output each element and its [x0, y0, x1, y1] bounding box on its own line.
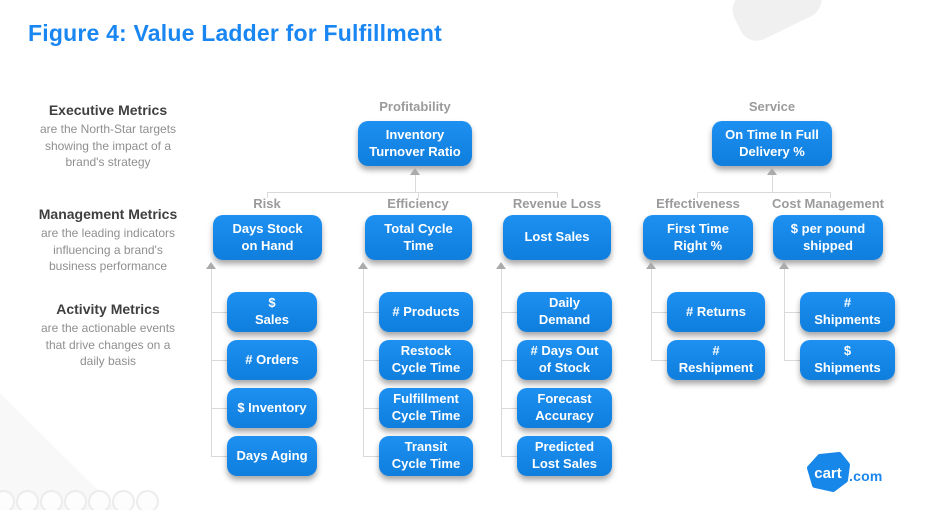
- activity-box-products: # Products: [379, 292, 473, 332]
- arrow-up-icon: [767, 168, 777, 175]
- logo-brand-text: cart: [814, 465, 842, 482]
- connector-line: [652, 312, 667, 313]
- connector-line: [557, 192, 558, 198]
- metric-box-on-time-in-full: On Time In Full Delivery %: [712, 121, 832, 166]
- activity-box-forecast-accuracy: Forecast Accuracy: [517, 388, 612, 428]
- connector-line: [212, 408, 227, 409]
- connector-line: [364, 408, 379, 409]
- activity-box-predicted-lost-sales: Predicted Lost Sales: [517, 436, 612, 476]
- connector-line: [502, 408, 517, 409]
- arrow-up-icon: [779, 262, 789, 269]
- activity-box-restock-cycle-time: Restock Cycle Time: [379, 340, 473, 380]
- activity-box-shipments-count: # Shipments: [800, 292, 895, 332]
- legend-activity-desc: are the actionable events that drive cha…: [40, 321, 176, 369]
- connector-line: [267, 192, 558, 193]
- category-cost-management: Cost Management: [772, 196, 884, 211]
- connector-line: [364, 456, 379, 457]
- activity-box-sales: $ Sales: [227, 292, 317, 332]
- activity-box-days-out-of-stock: # Days Out of Stock: [517, 340, 612, 380]
- activity-box-transit-cycle-time: Transit Cycle Time: [379, 436, 473, 476]
- cartdotcom-logo: cart .com: [806, 452, 882, 492]
- metric-box-total-cycle-time: Total Cycle Time: [365, 215, 472, 260]
- faded-circle-icon: [0, 490, 15, 510]
- legend-management-title: Management Metrics: [38, 206, 178, 222]
- faded-circle-icon: [88, 490, 111, 510]
- legend-management-desc: are the leading indicators influencing a…: [40, 226, 176, 274]
- connector-line: [697, 192, 698, 198]
- faded-circle-icon: [16, 490, 39, 510]
- legend-executive-title: Executive Metrics: [48, 102, 168, 118]
- faded-circle-icon: [136, 490, 159, 510]
- metric-box-inventory-turnover-ratio: Inventory Turnover Ratio: [358, 121, 472, 166]
- category-efficiency: Efficiency: [387, 196, 449, 211]
- connector-line: [501, 269, 502, 457]
- connector-line: [415, 175, 416, 192]
- connector-line: [785, 360, 800, 361]
- activity-box-fulfillment-cycle-time: Fulfillment Cycle Time: [379, 388, 473, 428]
- connector-line: [830, 192, 831, 198]
- activity-box-inventory: $ Inventory: [227, 388, 317, 428]
- connector-line: [697, 192, 831, 193]
- legend-management: Management Metrics are the leading indic…: [20, 206, 196, 275]
- metric-box-days-stock-on-hand: Days Stock on Hand: [213, 215, 322, 260]
- arrow-up-icon: [206, 262, 216, 269]
- legend-activity: Activity Metrics are the actionable even…: [20, 301, 196, 370]
- connector-line: [267, 192, 268, 198]
- faded-circle-icon: [64, 490, 87, 510]
- connector-line: [364, 360, 379, 361]
- arrow-up-icon: [410, 168, 420, 175]
- connector-line: [784, 269, 785, 361]
- metric-box-lost-sales: Lost Sales: [503, 215, 611, 260]
- connector-line: [364, 312, 379, 313]
- category-profitability: Profitability: [379, 99, 451, 114]
- connector-line: [418, 192, 419, 198]
- connector-line: [502, 456, 517, 457]
- connector-line: [363, 269, 364, 457]
- legend-activity-title: Activity Metrics: [56, 301, 160, 317]
- connector-line: [772, 175, 773, 192]
- activity-box-orders: # Orders: [227, 340, 317, 380]
- arrow-up-icon: [646, 262, 656, 269]
- metric-box-dollar-per-pound-shipped: $ per pound shipped: [773, 215, 883, 260]
- connector-line: [212, 360, 227, 361]
- activity-box-days-aging: Days Aging: [227, 436, 317, 476]
- category-risk: Risk: [253, 196, 281, 211]
- arrow-up-icon: [496, 262, 506, 269]
- connector-line: [651, 269, 652, 361]
- activity-box-daily-demand: Daily Demand: [517, 292, 612, 332]
- connector-line: [212, 456, 227, 457]
- connector-line: [785, 312, 800, 313]
- corner-blob-decoration: [726, 0, 828, 47]
- connector-line: [502, 360, 517, 361]
- faded-circle-icon: [40, 490, 63, 510]
- faded-circle-icon: [112, 490, 135, 510]
- category-service: Service: [748, 99, 796, 114]
- connector-line: [652, 360, 667, 361]
- activity-box-shipments-dollars: $ Shipments: [800, 340, 895, 380]
- arrow-up-icon: [358, 262, 368, 269]
- metric-box-first-time-right: First Time Right %: [643, 215, 753, 260]
- category-revenue-loss: Revenue Loss: [512, 196, 602, 211]
- activity-box-reshipment: # Reshipment: [667, 340, 765, 380]
- figure-title: Figure 4: Value Ladder for Fulfillment: [28, 20, 442, 46]
- legend-executive: Executive Metrics are the North-Star tar…: [20, 102, 196, 171]
- cart-logo-blob-icon: cart: [807, 452, 850, 492]
- connector-line: [212, 312, 227, 313]
- activity-box-returns: # Returns: [667, 292, 765, 332]
- connector-line: [211, 269, 212, 457]
- connector-line: [502, 312, 517, 313]
- category-effectiveness: Effectiveness: [656, 196, 740, 211]
- legend-executive-desc: are the North-Star targets showing the i…: [39, 122, 177, 170]
- logo-suffix-text: .com: [849, 468, 883, 484]
